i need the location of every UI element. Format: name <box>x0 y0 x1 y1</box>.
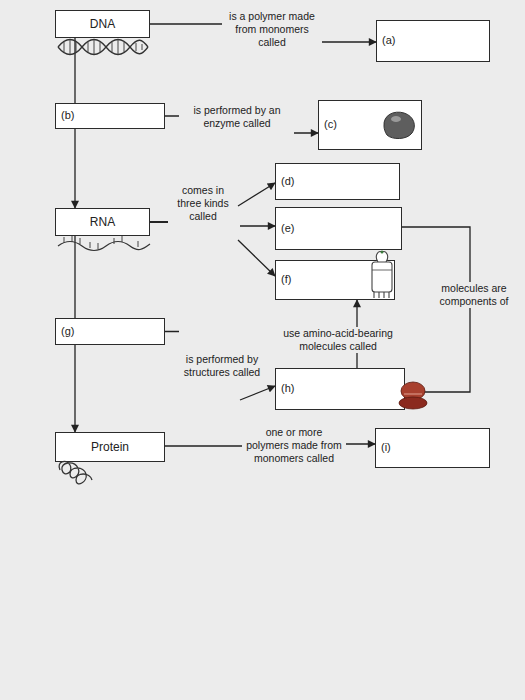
concept-box: (b) <box>55 103 165 129</box>
box-text: (b) <box>61 109 74 122</box>
rna-strand <box>58 236 150 251</box>
enzyme-shape <box>384 112 414 138</box>
protein-coil <box>59 461 92 483</box>
ribosome <box>399 382 427 409</box>
connector-arrow <box>74 345 75 432</box>
rna-backbone <box>58 242 150 251</box>
connector-arrow <box>74 129 75 208</box>
ribosome-large-subunit <box>401 382 425 400</box>
trna-anticodon <box>374 292 389 298</box>
helix-strand <box>58 40 148 55</box>
helix-rungs <box>64 40 142 54</box>
enzyme-blob <box>384 112 414 138</box>
trna-body <box>372 262 392 292</box>
protein-chain <box>59 461 92 483</box>
link-phrase: molecules are components of <box>428 282 520 308</box>
concept-box: (c) <box>318 100 422 150</box>
link-phrase: is performed by structures called <box>181 353 263 379</box>
concept-box: (g) <box>55 318 165 345</box>
link-phrase: comes in three kinds called <box>172 184 234 223</box>
connector-arrow <box>74 236 75 318</box>
box-text: (c) <box>324 118 337 131</box>
concept-box: (a) <box>376 20 490 62</box>
helix-strand <box>58 40 148 55</box>
trna-molecule <box>372 251 392 299</box>
box-text: (d) <box>281 175 294 188</box>
connector-arrow <box>74 38 75 103</box>
box-text: (h) <box>281 382 294 395</box>
box-text: (e) <box>281 222 294 235</box>
concept-box: (e) <box>275 207 402 250</box>
connector-arrow <box>150 222 275 276</box>
enzyme-highlight <box>391 116 401 122</box>
box-text: Protein <box>91 440 129 454</box>
concept-box: RNA <box>55 208 150 236</box>
link-phrase: is a polymer made from monomers called <box>224 10 320 49</box>
box-text: RNA <box>90 215 115 229</box>
box-text: DNA <box>90 17 115 31</box>
link-phrase: use amino-acid-bearing molecules called <box>276 327 400 353</box>
concept-box: (d) <box>275 163 400 200</box>
concept-box: (f) <box>275 260 395 300</box>
concept-box: DNA <box>55 10 150 38</box>
dna-helix <box>58 40 148 55</box>
connector-arrow <box>402 227 470 392</box>
connector-arrow <box>165 332 275 401</box>
box-text: (g) <box>61 325 74 338</box>
concept-box: (h) <box>275 368 405 410</box>
concept-box: Protein <box>55 432 165 462</box>
rna-bases <box>64 236 138 249</box>
box-text: (f) <box>281 273 291 286</box>
trna-loop <box>376 252 387 262</box>
link-phrase: one or more polymers made from monomers … <box>244 426 344 465</box>
link-phrase: is performed by an enzyme called <box>181 104 293 130</box>
ribosome-small-subunit <box>399 397 427 409</box>
box-text: (a) <box>382 34 395 47</box>
concept-box: (i) <box>375 428 490 468</box>
box-text: (i) <box>381 441 391 454</box>
